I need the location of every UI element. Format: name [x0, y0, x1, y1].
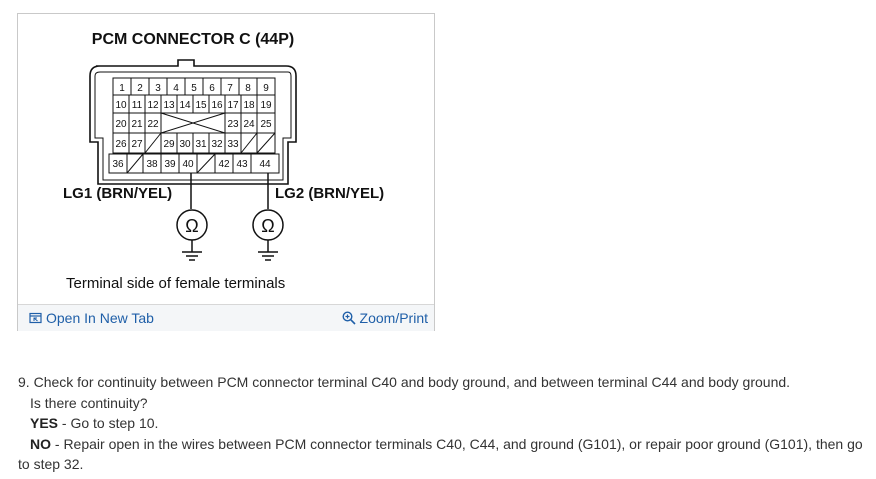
open-in-new-tab-label: Open In New Tab: [46, 310, 154, 326]
pin-label: 8: [245, 83, 251, 94]
pin-label: 44: [259, 159, 271, 170]
probe-wires: [190, 173, 269, 209]
pin-label: 12: [147, 100, 159, 111]
svg-text:Ω: Ω: [185, 216, 198, 236]
pin-label: 20: [115, 119, 127, 130]
pin-label: 33: [227, 139, 239, 150]
step-number: 9.: [18, 374, 30, 390]
figure-caption: Terminal side of female terminals: [66, 275, 285, 292]
pin-label: 13: [163, 100, 175, 111]
lg1-label: LG1 (BRN/YEL): [63, 185, 172, 202]
connector-housing: [89, 59, 297, 185]
figure-footer: Open In New Tab Zoom/Print: [18, 304, 434, 331]
pin-label: 26: [115, 139, 127, 150]
no-branch: NO - Repair open in the wires between PC…: [18, 434, 868, 455]
ohmmeter-right: Ω: [252, 209, 284, 261]
yes-label: YES: [30, 415, 59, 431]
pin-label: 9: [263, 83, 269, 94]
lg2-label: LG2 (BRN/YEL): [275, 185, 384, 202]
open-tab-icon: [29, 312, 42, 324]
pin-label: 1: [119, 83, 125, 94]
no-label: NO: [30, 435, 51, 452]
connector-title: PCM CONNECTOR C (44P): [92, 31, 294, 48]
pin-label: 7: [227, 83, 233, 94]
pin-label: 14: [179, 100, 191, 111]
step-text: Check for continuity between PCM connect…: [33, 374, 791, 390]
pin-label: 6: [209, 83, 215, 94]
step-question: Is there continuity?: [30, 394, 148, 411]
step-line: 9. Check for continuity between PCM conn…: [18, 372, 868, 393]
pin-label: 21: [131, 119, 143, 130]
pin-label: 16: [211, 100, 223, 111]
magnifier-icon: [342, 311, 356, 325]
figure-card: PCM CONNECTOR C (44P): [17, 13, 435, 331]
pin-label: 39: [164, 159, 176, 170]
connector-diagram: PCM CONNECTOR C (44P): [63, 31, 384, 292]
pin-label: 10: [115, 100, 127, 111]
pin-label: 24: [243, 119, 255, 130]
pin-label: 32: [211, 139, 223, 150]
pin-grid: [108, 77, 280, 174]
open-in-new-tab-link[interactable]: Open In New Tab: [29, 310, 154, 326]
pin-label: 2: [137, 83, 143, 94]
pin-label: 11: [132, 100, 143, 111]
pin-label: 31: [195, 139, 207, 150]
pin-label: 36: [112, 159, 124, 170]
zoom-print-link[interactable]: Zoom/Print: [342, 310, 428, 326]
pin-label: 17: [227, 100, 239, 111]
procedure-step: 9. Check for continuity between PCM conn…: [18, 372, 868, 475]
pin-label: 38: [146, 159, 158, 170]
pin-label: 18: [243, 100, 255, 111]
ohmmeter-left: Ω: [176, 209, 208, 261]
pin-label: 25: [260, 119, 272, 130]
yes-branch: YES - Go to step 10.: [18, 413, 868, 434]
pin-label: 42: [218, 159, 230, 170]
svg-text:Ω: Ω: [261, 216, 274, 236]
pin-label: 15: [195, 100, 207, 111]
pin-label: 23: [227, 119, 239, 130]
pin-label: 40: [182, 159, 194, 170]
pin-label: 22: [147, 119, 159, 130]
pin-label: 43: [236, 159, 248, 170]
yes-text: - Go to step 10.: [58, 415, 159, 431]
pin-label: 3: [155, 83, 161, 94]
pin-labels: 1 2 3 4 5 6 7 8 9 10 11 12 13 14 15 16 1…: [112, 83, 272, 170]
no-text: - Repair open in the wires between PCM c…: [51, 435, 863, 452]
pin-label: 5: [191, 83, 197, 94]
pin-label: 30: [179, 139, 191, 150]
pin-label: 27: [131, 139, 143, 150]
pin-label: 29: [163, 139, 175, 150]
no-branch-continued: to step 32.: [18, 456, 84, 472]
zoom-print-label: Zoom/Print: [359, 310, 428, 326]
pin-label: 19: [260, 100, 272, 111]
pin-label: 4: [173, 83, 179, 94]
